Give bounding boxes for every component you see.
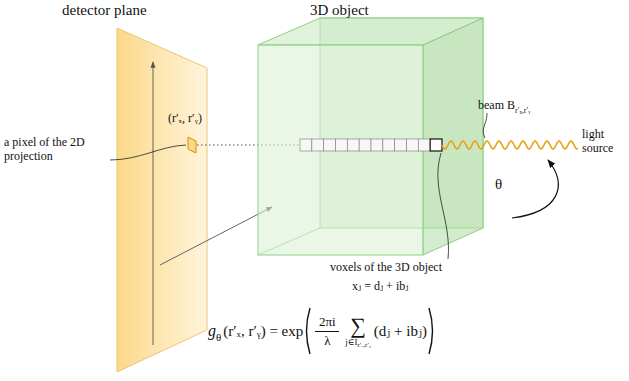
- big-parenthesis: [427, 306, 436, 356]
- fraction: 2πi λ: [315, 314, 339, 349]
- formula-subscript: θ: [216, 331, 221, 343]
- voxel: [395, 139, 407, 151]
- parenthesis-stroke: [307, 308, 311, 354]
- pixel-caption: a pixel of the 2D projection: [4, 136, 112, 164]
- beam-subscript: r′ₓ,r′ᵧ: [515, 106, 530, 115]
- voxel-caption: voxels of the 3D object: [330, 261, 442, 275]
- object-title: 3D object: [310, 2, 369, 19]
- voxel-formula: xⱼ = dⱼ + ibⱼ: [352, 280, 408, 294]
- leader-line: [483, 113, 487, 138]
- cube: [258, 18, 483, 255]
- projection-formula: gθ(r′ₓ, r′ᵧ) = exp2πiλ∑j∈Ir′ₓ,r′ᵧ(dⱼ + i…: [208, 306, 436, 356]
- light-wave: [442, 141, 578, 149]
- voxel: [336, 139, 348, 151]
- cube-top-face: [258, 18, 483, 45]
- beam-label: beam Br′ₓ,r′ᵧ: [478, 98, 530, 113]
- voxel: [383, 139, 395, 151]
- sum-index: j∈I: [345, 337, 357, 347]
- source-caption: light source: [582, 128, 624, 156]
- axis-arrow: [160, 207, 272, 265]
- leader-line: [110, 145, 186, 160]
- voxel: [300, 139, 312, 151]
- cube-side-face: [423, 18, 483, 255]
- plane-title: detector plane: [62, 2, 147, 19]
- axis-arrow: [153, 62, 154, 345]
- fraction-numerator: 2πi: [319, 314, 336, 330]
- voxel: [371, 139, 383, 151]
- formula-text: (dⱼ + ibⱼ): [374, 322, 427, 340]
- fraction-denominator: λ: [324, 333, 330, 349]
- detector-pixel: [188, 137, 196, 153]
- voxel: [359, 139, 371, 151]
- sum-symbol: ∑: [350, 315, 366, 337]
- sum-subscript: r′ₓ,r′ᵧ: [357, 341, 370, 349]
- voxel-row: [300, 139, 442, 151]
- fraction-bar: [315, 331, 339, 332]
- voxel: [430, 139, 442, 151]
- angle-symbol: θ: [495, 176, 502, 193]
- voxel: [324, 139, 336, 151]
- voxel: [407, 139, 419, 151]
- sum-limits: j∈Ir′ₓ,r′ᵧ: [345, 337, 371, 347]
- voxel: [312, 139, 324, 151]
- pixel-coordinate: (r′ₓ, r′ᵧ): [168, 112, 202, 126]
- summation: ∑j∈Ir′ₓ,r′ᵧ: [345, 315, 371, 347]
- detector-plane: [117, 28, 207, 372]
- big-parenthesis: [303, 306, 312, 356]
- voxel: [418, 139, 430, 151]
- formula-symbol: g: [208, 322, 216, 340]
- cube-front-face: [258, 45, 423, 255]
- parenthesis-stroke: [429, 308, 433, 354]
- leader-line: [438, 153, 449, 259]
- formula-text: (r′ₓ, r′ᵧ) = exp: [223, 323, 303, 340]
- rotation-arrow: [512, 160, 558, 218]
- voxel: [347, 139, 359, 151]
- beam-name: beam B: [478, 98, 515, 113]
